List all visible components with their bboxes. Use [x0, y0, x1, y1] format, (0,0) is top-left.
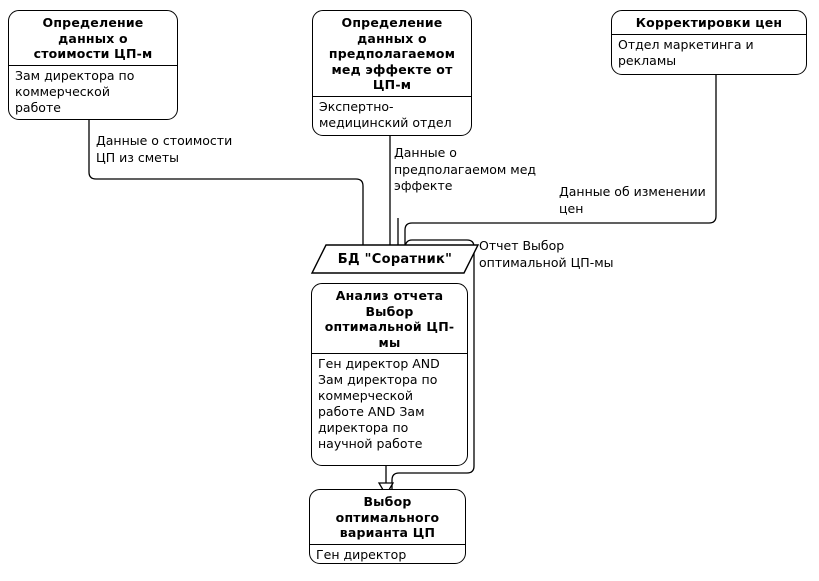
node-divider — [612, 33, 806, 35]
node-role: Ген директор — [316, 546, 407, 562]
node-divider — [9, 64, 177, 66]
node-title: Анализ отчета Выбор оптимальной ЦП- мы — [324, 288, 455, 350]
node-opredelenie-med-effekta[interactable]: Определение данных о предполагаемом мед … — [312, 10, 472, 136]
node-opredelenie-stoimosti[interactable]: Определение данных о стоимости ЦП-м Зам … — [8, 10, 178, 120]
edge-label-otchet-vybor: Отчет Выбор оптимальной ЦП-мы — [479, 238, 614, 270]
parallelogram-shape — [310, 244, 480, 274]
datastore-label: БД "Соратник" — [337, 251, 453, 267]
node-role: Зам директора по коммерческой работе — [15, 67, 135, 115]
node-divider — [313, 95, 471, 97]
node-vybor-optimalnogo[interactable]: Выбор оптимального варианта ЦП Ген дирек… — [309, 489, 466, 564]
datastore-bd-soratnik[interactable]: БД "Соратник" — [310, 243, 480, 275]
node-title: Выбор оптимального варианта ЦП — [335, 494, 440, 540]
node-role: Отдел маркетинга и рекламы — [618, 36, 754, 68]
edge-label-dannye-o-stoimosti: Данные о стоимости ЦП из сметы — [96, 133, 233, 165]
node-role: Экспертно- медицинский отдел — [319, 98, 452, 130]
node-role: Ген директор AND Зам директора по коммер… — [318, 356, 440, 451]
edge-label-dannye-ob-izmenenii-cen: Данные об изменении цен — [559, 184, 706, 216]
node-title: Определение данных о предполагаемом мед … — [328, 15, 456, 92]
node-analiz-otcheta[interactable]: Анализ отчета Выбор оптимальной ЦП- мы Г… — [311, 283, 468, 466]
node-divider — [310, 543, 465, 545]
edge-label-dannye-o-med-effekte: Данные о предполагаемом мед эффекте — [394, 145, 537, 193]
node-divider — [312, 353, 467, 354]
node-korrektirovki-cen[interactable]: Корректировки цен Отдел маркетинга и рек… — [611, 10, 807, 75]
node-title: Определение данных о стоимости ЦП-м — [33, 15, 153, 61]
node-title: Корректировки цен — [635, 15, 783, 30]
